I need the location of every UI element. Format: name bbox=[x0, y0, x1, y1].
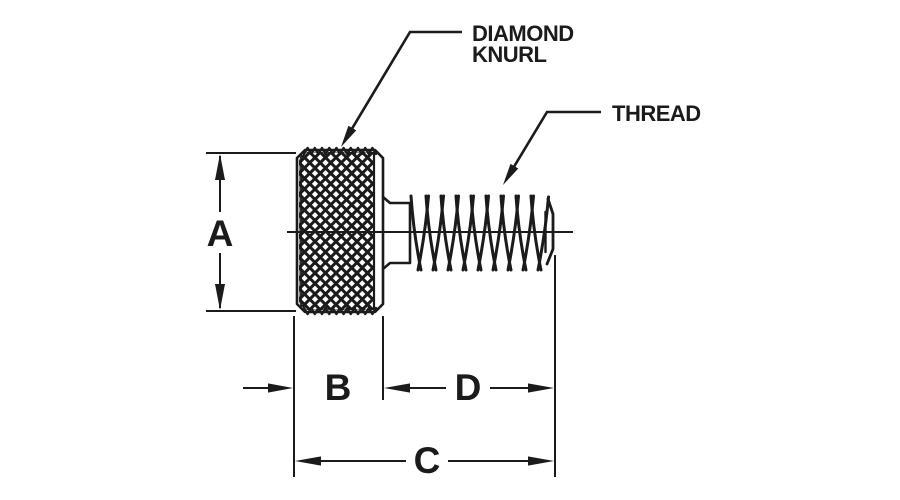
dim-a-arrow-down bbox=[215, 284, 225, 310]
dimension-c: C bbox=[295, 440, 554, 481]
dim-d-arrow-left bbox=[384, 383, 410, 393]
dim-d-arrow-right bbox=[528, 383, 554, 393]
thread-label: THREAD bbox=[612, 101, 701, 126]
thread-leader-arrowhead bbox=[503, 163, 519, 185]
dim-c-arrow-right bbox=[528, 456, 554, 466]
diamond-knurl-leader-line bbox=[342, 30, 462, 143]
extension-lines bbox=[293, 255, 556, 477]
head-outline bbox=[295, 148, 385, 314]
screw-head bbox=[295, 146, 385, 316]
dim-d-label: D bbox=[455, 367, 482, 408]
thread-flanks-up bbox=[416, 194, 550, 272]
diamond-knurl-leader-arrowhead bbox=[341, 125, 357, 147]
thread-flanks-down bbox=[409, 194, 543, 272]
thread-callout: THREAD bbox=[503, 101, 701, 185]
diamond-knurl-label-line2: KNURL bbox=[472, 42, 547, 67]
dim-a-arrow-up bbox=[215, 154, 225, 180]
knurl-bottom-serration bbox=[302, 306, 378, 316]
knurl-top-serration bbox=[302, 146, 378, 156]
dim-c-arrow-left bbox=[295, 456, 321, 466]
diamond-knurl-callout: DIAMOND KNURL bbox=[341, 21, 574, 147]
dim-a-label: A bbox=[207, 213, 234, 254]
dimension-b: B bbox=[243, 367, 351, 408]
knurl-pattern bbox=[299, 152, 374, 310]
thread-profile bbox=[409, 194, 555, 272]
dim-c-label: C bbox=[414, 440, 441, 481]
diamond-knurl-label-line1: DIAMOND bbox=[472, 21, 574, 46]
dim-b-arrow-right bbox=[268, 383, 293, 393]
dimension-d: D bbox=[384, 367, 554, 408]
shank bbox=[381, 195, 412, 271]
dimension-a: A bbox=[206, 152, 296, 312]
thread-leader-line bbox=[504, 110, 601, 181]
thread-tip bbox=[545, 197, 555, 266]
dim-a-extension-lines bbox=[206, 152, 296, 312]
dim-b-label: B bbox=[325, 367, 352, 408]
